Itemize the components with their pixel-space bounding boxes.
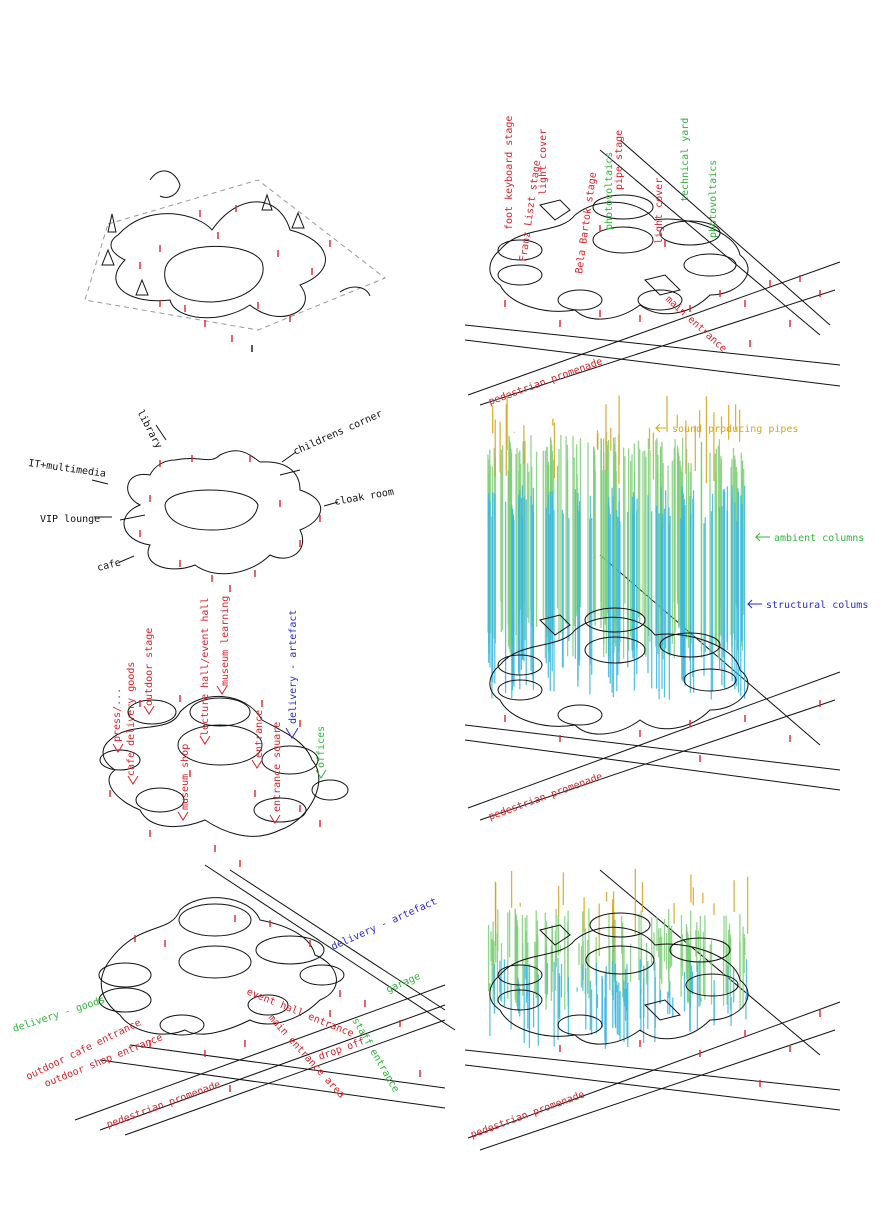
label-event-hall-entrance: event hall entrance [245,987,355,1040]
label-delivery-goods: delivery - goods [12,995,107,1035]
label-main-entrance: main entrance [663,294,729,355]
label-pipe-stage: pipe stage [614,130,625,190]
label-press: press/... [112,688,123,742]
label-technical-yard: technical yard [680,118,691,202]
label-foot-keyboard-stage: foot keyboard stage [504,116,515,230]
label-delivery-artefact: delivery - artefact [330,896,439,953]
label-outdoor-stage: outdoor stage [144,628,155,706]
label-pedestrian-promenade: pedestrian promenade [105,1079,222,1131]
panel-program-rooms: library childrens corner IT+multimedia c… [28,408,395,592]
label-entrance: entrance [254,710,265,758]
label-entrance-square: entrance square [272,722,283,812]
label-sound-producing-pipes: sound producing pipes [672,424,798,435]
label-photovoltaics-2: photovoltaics [708,160,719,238]
label-light-cover: light cover [538,129,549,195]
label-structural-columns: structural colums [766,600,868,611]
label-vip-lounge: VIP lounge [40,514,100,525]
label-light-cover-2: light cover [654,178,665,244]
label-it-multimedia: IT+multimedia [28,458,107,480]
label-lecture-hall: lecture hall/event hall [200,598,211,736]
label-childrens-corner: childrens corner [292,409,384,458]
label-pedestrian-promenade: pedestrian promenade [487,771,604,823]
panel-columns-combined: pedestrian promenade [464,868,841,1151]
label-bela-bartok-stage: Bela Bartok stage [574,172,599,275]
label-delivery-artefact: delivery - artefact [288,610,299,724]
label-photovoltaics-1: photovoltaics [604,152,615,230]
label-pedestrian-promenade: pedestrian promenade [469,1089,586,1141]
label-staff-entrance: staff entrance [349,1016,401,1095]
label-cafe-delivery-goods: cafe delivery goods [126,662,137,776]
label-cloak-room: cloak room [334,487,395,508]
label-museum-shop: museum shop [180,744,191,810]
column-field-1 [487,395,746,700]
label-offices: offices [316,726,327,768]
label-cafe: cafe [96,557,122,574]
panel-functions: press/... cafe delivery goods outdoor st… [99,596,349,867]
label-ambient-columns: ambient columns [774,533,864,544]
panel-columns: sound producing pipes ambient columns st… [464,395,868,823]
panel-concept-plan [84,170,386,352]
label-museum-learning: museum learning [220,596,231,686]
label-drop-off: drop off [317,1036,366,1063]
panel-stages: foot keyboard stage Franz Liszt stage li… [464,116,841,408]
panel-access: delivery - artefact garage delivery - go… [12,864,456,1136]
